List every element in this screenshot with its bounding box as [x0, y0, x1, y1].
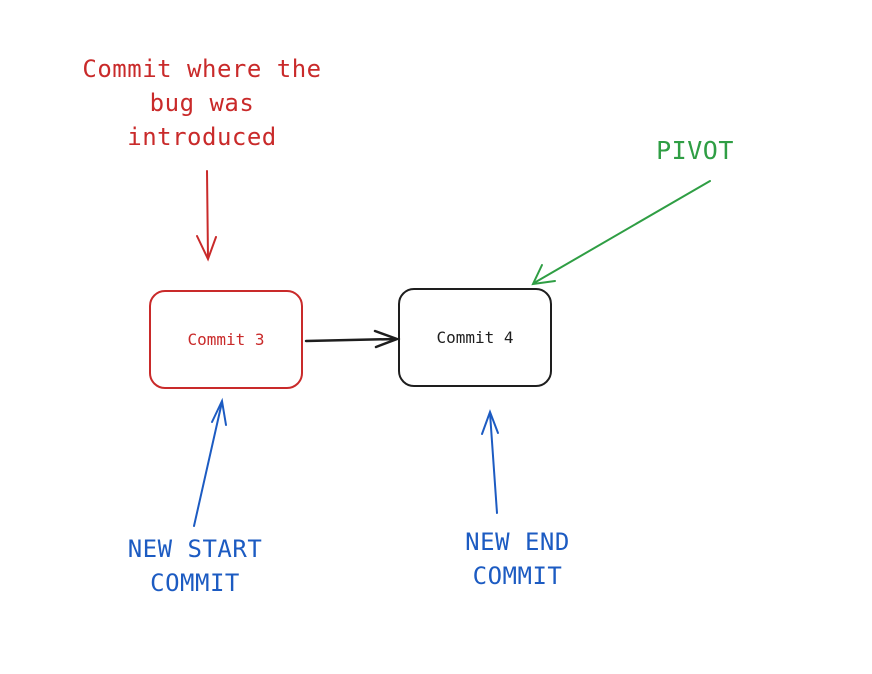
- new-start-arrow: [193, 397, 227, 527]
- bug-note-line-2: bug was: [149, 89, 255, 117]
- new-start-note: NEW START COMMIT: [95, 532, 295, 600]
- pivot-arrow: [531, 180, 711, 286]
- bug-note-line-1: Commit where the: [82, 55, 322, 83]
- commit-3-label: Commit 3: [187, 330, 265, 349]
- bug-introduced-note: Commit where the bug was introduced: [62, 52, 342, 154]
- new-end-line-1: NEW END: [465, 528, 570, 556]
- edge-commit3-to-commit4: [304, 329, 401, 349]
- commit-4-node: Commit 4: [398, 288, 552, 387]
- bug-arrow: [196, 170, 217, 262]
- new-start-line-2: COMMIT: [150, 569, 240, 597]
- new-end-note: NEW END COMMIT: [430, 525, 605, 593]
- bug-note-line-3: introduced: [127, 123, 277, 151]
- new-end-arrow: [481, 409, 499, 514]
- pivot-note: PIVOT: [656, 136, 734, 165]
- new-start-line-1: NEW START: [127, 535, 263, 563]
- commit-4-label: Commit 4: [436, 328, 514, 347]
- commit-3-node: Commit 3: [149, 290, 303, 389]
- new-end-line-2: COMMIT: [472, 562, 563, 590]
